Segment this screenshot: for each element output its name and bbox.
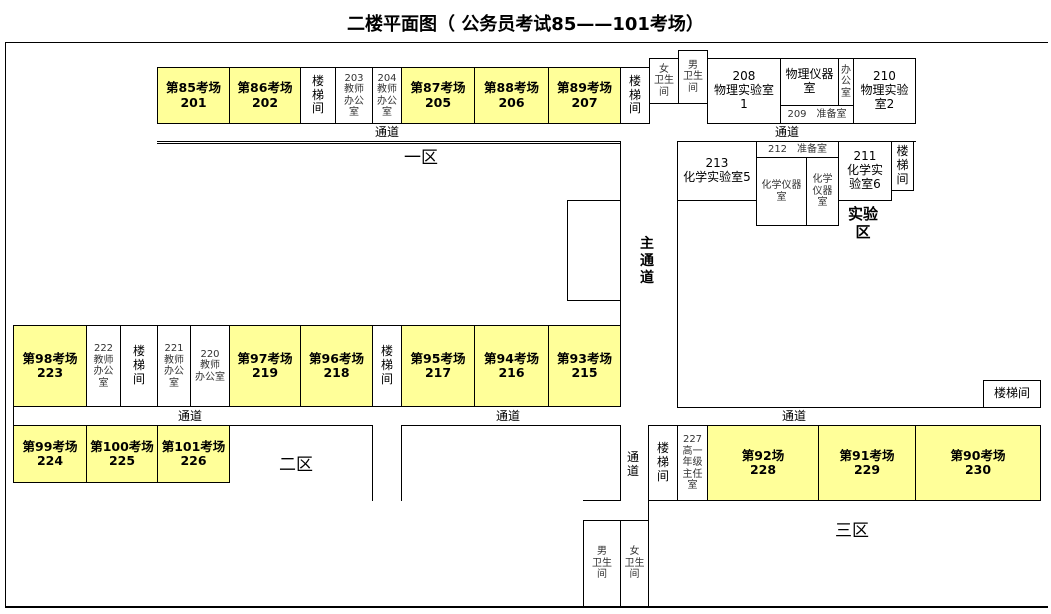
room-216: 第94考场 216: [474, 325, 549, 407]
room-205: 第87考场 205: [401, 67, 475, 124]
zone-3-label: 三区: [835, 521, 869, 541]
wall: [677, 407, 984, 408]
room-210: 210 物理实验 室2: [853, 58, 916, 124]
wall: [620, 425, 621, 501]
physics-instrument-room: 物理仪器 室: [780, 58, 839, 106]
wall: [229, 425, 373, 426]
room-224: 第99考场 224: [13, 425, 87, 483]
wall: [13, 406, 14, 426]
room-226: 第101考场 226: [157, 425, 230, 483]
room-225: 第100考场 225: [86, 425, 158, 483]
room-220: 220 教师 办公室: [190, 325, 230, 407]
office: 办 公 室: [838, 58, 854, 106]
room-201: 第85考场 201: [157, 67, 230, 124]
wall: [372, 425, 373, 501]
zone-2-label: 二区: [279, 455, 313, 475]
frame-top: [5, 42, 1048, 43]
room-221: 221 教师 办公 室: [157, 325, 191, 407]
room-208: 208 物理实验室 1: [707, 58, 781, 124]
frame-bottom: [5, 606, 1048, 608]
room-204: 204 教师 办公 室: [372, 67, 402, 124]
corridor-label-vertical: 通 道: [627, 450, 640, 479]
room-213: 213 化学实验室5: [677, 141, 757, 201]
room-230: 第90考场 230: [915, 425, 1041, 501]
room-209: 209 准备室: [780, 105, 854, 124]
frame-left: [5, 42, 6, 608]
corridor-label: 通道: [775, 125, 800, 139]
room-215: 第93考场 215: [548, 325, 621, 407]
chem-instrument-room: 化学 仪器 室: [806, 157, 839, 226]
restroom-male: 男 卫生 间: [678, 50, 708, 104]
restroom-female: 女 卫生 间: [649, 58, 679, 104]
room-207: 第89考场 207: [548, 67, 621, 124]
wall: [157, 141, 621, 142]
wall: [401, 425, 402, 501]
zone-1-label: 一区: [404, 148, 438, 168]
corridor-label: 通道: [178, 409, 203, 423]
stairwell: 楼 梯 间: [372, 325, 402, 407]
room-219: 第97考场 219: [229, 325, 301, 407]
main-corridor-label: 主 通 道: [640, 236, 654, 286]
wall: [401, 425, 621, 426]
room-223: 第98考场 223: [13, 325, 87, 407]
stairwell: 楼 梯 间: [648, 425, 678, 501]
stairwell: 楼 梯 间: [300, 67, 336, 124]
corridor-label: 通道: [496, 409, 521, 423]
room-228: 第92场 228: [707, 425, 819, 501]
corridor-label: 通道: [375, 125, 400, 139]
lab-zone-label: 实验 区: [848, 205, 879, 241]
room-218: 第96考场 218: [300, 325, 373, 407]
stairwell-right: 楼梯间: [983, 380, 1041, 408]
block: [567, 200, 621, 301]
room-202: 第86考场 202: [229, 67, 301, 124]
stairwell: 楼 梯 间: [120, 325, 158, 407]
stairwell: 楼 梯 间: [620, 67, 650, 124]
restroom-female: 女 卫生 间: [620, 520, 649, 607]
room-217: 第95考场 217: [401, 325, 475, 407]
wall: [583, 500, 621, 501]
chem-instrument-room: 化学仪器 室: [756, 157, 807, 226]
corridor-label: 通道: [782, 409, 807, 423]
room-222: 222 教师 办公 室: [86, 325, 121, 407]
room-203: 203 教师 办公 室: [335, 67, 373, 124]
room-212: 212 准备室: [756, 141, 839, 158]
wall: [677, 200, 678, 408]
room-211: 211 化学实 验室6: [838, 141, 892, 201]
wall: [157, 143, 621, 144]
room-206: 第88考场 206: [474, 67, 549, 124]
room-227: 227 高一 年级 主任 室: [677, 425, 708, 501]
plan-title: 二楼平面图（ 公务员考试85——101考场）: [347, 14, 704, 35]
room-229: 第91考场 229: [818, 425, 916, 501]
stairwell: 楼 梯 间: [891, 141, 914, 191]
restroom-male: 男 卫生 间: [583, 520, 621, 607]
